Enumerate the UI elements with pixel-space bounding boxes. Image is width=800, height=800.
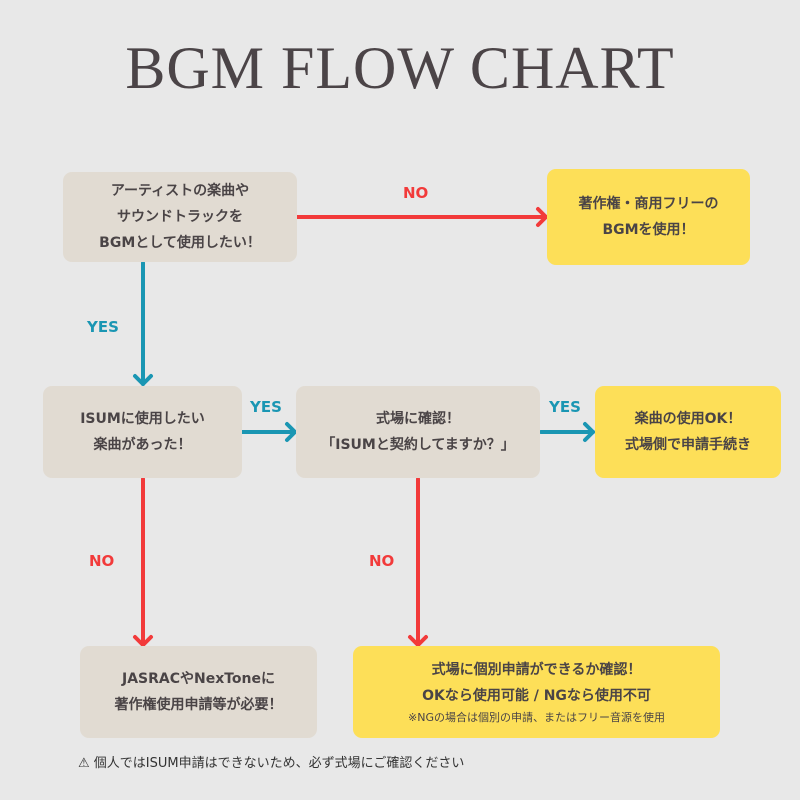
node-free-bgm-line-1: 著作権・商用フリーの <box>578 196 719 212</box>
node-jasrac: JASRACやNexToneに 著作権使用申請等が必要！ <box>80 646 317 738</box>
node-song-ok-line-2: 式場側で申請手続き <box>625 437 751 453</box>
node-individual-line-2: OKなら使用可能 / NGなら使用不可 <box>422 688 651 704</box>
node-jasrac-line-2: 著作権使用申請等が必要！ <box>114 697 283 713</box>
node-start: アーティストの楽曲や サウンドトラックを BGMとして使用したい！ <box>63 172 297 262</box>
node-individual-note: ※NGの場合は個別の申請、またはフリー音源を使用 <box>408 711 665 724</box>
arrow-venue-to-ok <box>539 422 595 442</box>
arrow-venue-to-individual <box>408 477 428 647</box>
arrow-start-to-free <box>295 207 548 227</box>
node-individual-line-1: 式場に個別申請ができるか確認！ <box>431 662 642 678</box>
node-start-line-2: サウンドトラックを <box>117 209 243 225</box>
label-start-to-isum: YES <box>87 318 119 336</box>
node-isum-song: ISUMに使用したい 楽曲があった！ <box>43 386 242 478</box>
node-individual: 式場に個別申請ができるか確認！ OKなら使用可能 / NGなら使用不可 ※NGの… <box>353 646 720 738</box>
label-start-to-free: NO <box>403 184 429 202</box>
node-venue-check-line-1: 式場に確認！ <box>376 411 460 427</box>
label-isum-to-jasrac: NO <box>89 552 115 570</box>
arrow-isum-to-venue <box>240 422 297 442</box>
node-song-ok: 楽曲の使用OK！ 式場側で申請手続き <box>595 386 781 478</box>
node-free-bgm: 著作権・商用フリーの BGMを使用！ <box>547 169 750 265</box>
node-isum-song-line-1: ISUMに使用したい <box>80 411 205 427</box>
footer-warning-note: ⚠ 個人ではISUM申請はできないため、必ず式場にご確認ください <box>78 756 465 771</box>
label-venue-to-ok: YES <box>549 398 581 416</box>
node-venue-check: 式場に確認！ 「ISUMと契約してますか？」 <box>296 386 540 478</box>
node-free-bgm-line-2: BGMを使用！ <box>602 222 695 238</box>
node-start-line-3: BGMとして使用したい！ <box>99 235 261 251</box>
node-isum-song-line-2: 楽曲があった！ <box>93 437 192 453</box>
node-venue-check-line-2: 「ISUMと契約してますか？」 <box>321 437 515 453</box>
label-isum-to-venue: YES <box>250 398 282 416</box>
arrow-start-to-isum <box>133 261 153 386</box>
node-song-ok-line-1: 楽曲の使用OK！ <box>634 411 742 427</box>
node-jasrac-line-1: JASRACやNexToneに <box>121 671 276 687</box>
node-start-line-1: アーティストの楽曲や <box>110 183 250 199</box>
page-title: BGM FLOW CHART <box>125 35 675 101</box>
arrow-isum-to-jasrac <box>133 477 153 647</box>
label-venue-to-individual: NO <box>369 552 395 570</box>
